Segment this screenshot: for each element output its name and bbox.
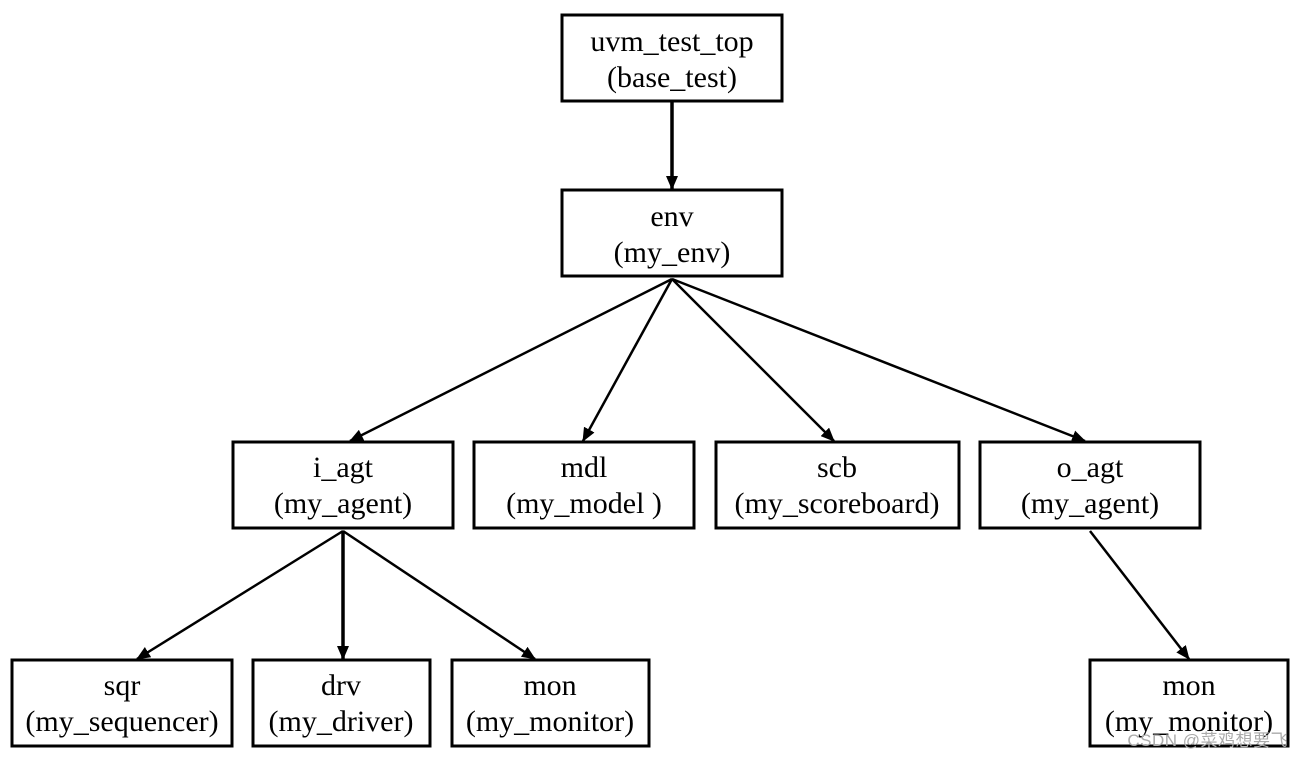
node-mdl-type: (my_model ) (506, 487, 662, 520)
node-uvm-test-top: uvm_test_top (base_test) (560, 13, 784, 103)
node-sqr-name: sqr (104, 669, 141, 702)
node-sqr: sqr (my_sequencer) (10, 658, 234, 748)
edge-env-to-scb (671, 278, 835, 442)
edge-env-to-o-agt (671, 277, 1086, 443)
node-drv: drv (my_driver) (251, 658, 432, 748)
node-scb-name: scb (817, 451, 857, 484)
node-o-agt-type: (my_agent) (1021, 487, 1159, 520)
edge-i-agt-to-mon-i (342, 529, 536, 661)
node-o-agt-name: o_agt (1057, 451, 1124, 484)
edge-env-to-mdl (581, 278, 674, 442)
node-env-type: (my_env) (614, 236, 731, 269)
node-i-agt-name: i_agt (313, 451, 374, 484)
node-drv-box (251, 658, 432, 748)
node-mon-i-type: (my_monitor) (466, 705, 634, 738)
node-mon-i-name: mon (523, 669, 576, 702)
node-scb-box (714, 440, 961, 530)
edge-env-to-i-agt (349, 277, 673, 443)
node-mon-o-box (1088, 658, 1290, 748)
csdn-watermark: CSDN @菜鸡想要飞 (1127, 731, 1288, 750)
node-o-agt-box (978, 440, 1202, 530)
node-i-agt: i_agt (my_agent) (231, 440, 455, 530)
node-mdl-box (472, 440, 696, 530)
node-mdl-name: mdl (561, 451, 608, 484)
node-sqr-type: (my_sequencer) (25, 705, 218, 738)
node-sqr-box (10, 658, 234, 748)
node-mon-o: mon (my_monitor) (1088, 658, 1290, 748)
node-uvm-test-top-type: (base_test) (607, 61, 737, 94)
node-mon-o-type: (my_monitor) (1105, 705, 1273, 738)
edges-layer (136, 101, 1190, 661)
node-mon-i-box (450, 658, 651, 748)
node-o-agt: o_agt (my_agent) (978, 440, 1202, 530)
node-env: env (my_env) (560, 188, 784, 278)
edge-o-agt-to-mon-o (1089, 530, 1190, 660)
node-mon-o-name: mon (1162, 669, 1215, 702)
edge-i-agt-to-sqr (136, 529, 344, 661)
node-env-name: env (650, 200, 693, 233)
node-mon-i: mon (my_monitor) (450, 658, 651, 748)
node-uvm-test-top-box (560, 13, 784, 103)
node-drv-type: (my_driver) (269, 705, 414, 738)
node-scb-type: (my_scoreboard) (735, 487, 940, 520)
node-uvm-test-top-name: uvm_test_top (590, 25, 753, 58)
node-i-agt-box (231, 440, 455, 530)
node-i-agt-type: (my_agent) (274, 487, 412, 520)
node-mdl: mdl (my_model ) (472, 440, 696, 530)
node-scb: scb (my_scoreboard) (714, 440, 961, 530)
node-env-box (560, 188, 784, 278)
node-drv-name: drv (321, 669, 361, 702)
